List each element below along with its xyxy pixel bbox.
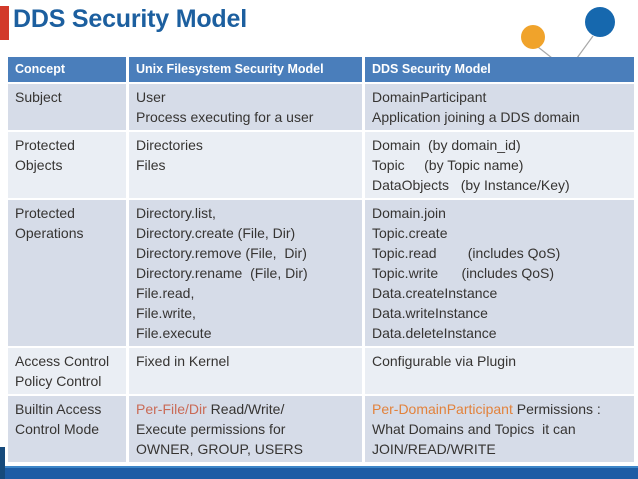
table-cell: Configurable via Plugin	[365, 348, 634, 394]
cell-text: Directories Files	[136, 137, 203, 173]
table-row: Access Control Policy Control Fixed in Ke…	[8, 346, 634, 394]
cell-text: Permissions : What Domains and Topics it…	[372, 401, 601, 457]
cell-text: Directory.list, Directory.create (File, …	[136, 205, 308, 341]
table-cell: DomainParticipant Application joining a …	[365, 84, 634, 130]
table-cell: Directory.list, Directory.create (File, …	[129, 200, 365, 346]
table-cell: Fixed in Kernel	[129, 348, 365, 394]
bottom-left-strip	[0, 447, 5, 479]
orange-pin-icon	[521, 25, 545, 49]
pin-decoration	[521, 7, 615, 58]
table-cell: Domain (by domain_id) Topic (by Topic na…	[365, 132, 634, 198]
table-cell: Subject	[8, 84, 129, 130]
highlighted-text: Per-DomainParticipant	[372, 401, 517, 417]
table-row: Builtin Access Control Mode Per-File/Dir …	[8, 394, 634, 462]
cell-text: Access Control Policy Control	[15, 353, 110, 389]
bottom-bar	[0, 466, 638, 479]
blue-pin-icon	[585, 7, 615, 37]
column-header: DDS Security Model	[372, 62, 491, 76]
cell-text: Protected Operations	[15, 205, 84, 241]
table-cell: Builtin Access Control Mode	[8, 396, 129, 462]
cell-text: Protected Objects	[15, 137, 75, 173]
cell-text: Domain.join Topic.create Topic.read (inc…	[372, 205, 561, 341]
orange-pin-line	[537, 46, 553, 58]
column-header: Concept	[8, 57, 129, 82]
red-accent-bar	[0, 6, 9, 40]
cell-text: Configurable via Plugin	[372, 353, 516, 369]
table-body: Subject User Process executing for a user…	[8, 82, 634, 462]
cell-text: DomainParticipant Application joining a …	[372, 89, 580, 125]
table-row: Protected Operations Directory.list, Dire…	[8, 198, 634, 346]
table-cell: Per-DomainParticipant Permissions : What…	[365, 396, 634, 462]
column-header: Unix Filesystem Security Model	[129, 57, 365, 82]
table-cell: Protected Objects	[8, 132, 129, 198]
blue-pin-line	[576, 35, 594, 58]
table-cell: User Process executing for a user	[129, 84, 365, 130]
page-title: DDS Security Model	[13, 5, 247, 33]
table-cell: Directories Files	[129, 132, 365, 198]
cell-text: User Process executing for a user	[136, 89, 314, 125]
table-cell: Domain.join Topic.create Topic.read (inc…	[365, 200, 634, 346]
table-cell: Per-File/Dir Read/Write/ Execute permiss…	[129, 396, 365, 462]
cell-text: Subject	[15, 89, 62, 105]
highlighted-text: Per-File/Dir	[136, 401, 211, 417]
cell-text: Builtin Access Control Mode	[15, 401, 102, 437]
table-cell: Access Control Policy Control	[8, 348, 129, 394]
cell-text: Domain (by domain_id) Topic (by Topic na…	[372, 137, 570, 193]
table-cell: Protected Operations	[8, 200, 129, 346]
table-row: Protected Objects Directories Files Domain…	[8, 130, 634, 198]
cell-text: Fixed in Kernel	[136, 353, 230, 369]
table-row: Subject User Process executing for a user…	[8, 82, 634, 130]
cell-text: Read/Write/ Execute permissions for OWNE…	[136, 401, 303, 457]
